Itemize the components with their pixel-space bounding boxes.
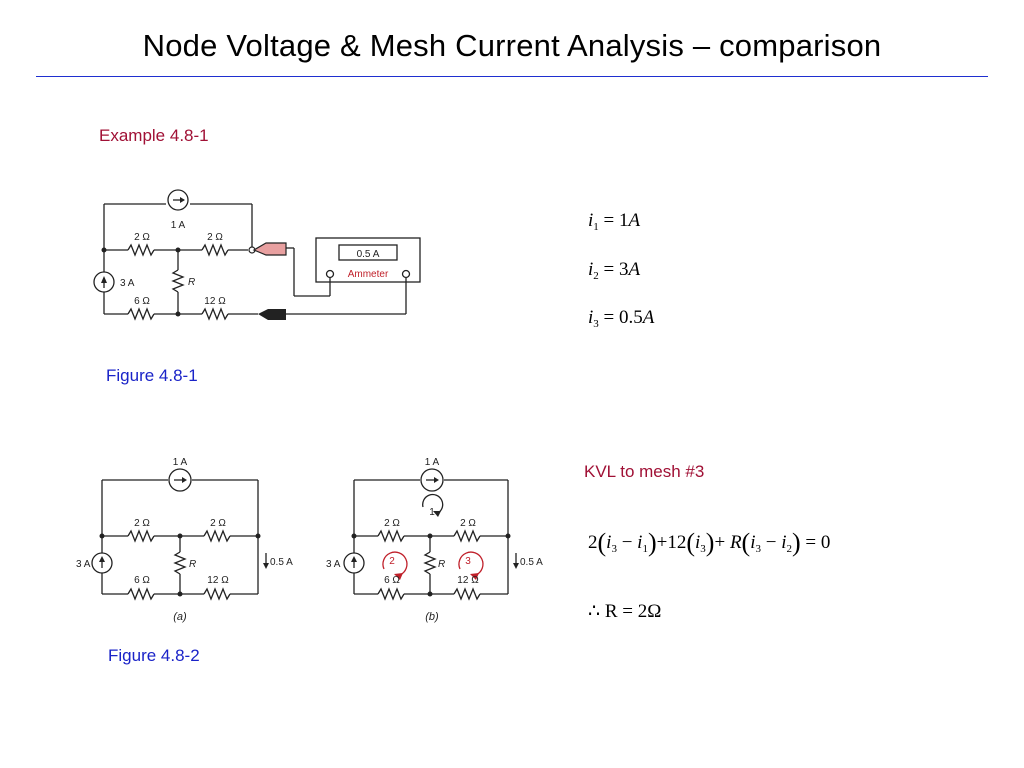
kvl-label: KVL to mesh #3 — [584, 462, 705, 481]
cb-r-bottom-right-label: 12 Ω — [457, 575, 479, 586]
ca-r-bottom-right-label: 12 Ω — [207, 575, 229, 586]
slide-title: Node Voltage & Mesh Current Analysis – c… — [142, 28, 882, 63]
ca-current-right-label: 0.5 A — [270, 557, 293, 568]
cb-mesh3-label: 3 — [465, 556, 471, 567]
figure-4-8-2a-circuit: 1 A 2 Ω 2 Ω 3 A R 0.5 A 6 Ω 12 Ω (a) — [76, 457, 293, 623]
cb-r-top-left-label: 2 Ω — [384, 518, 400, 529]
c1-source-left-label: 3 A — [120, 278, 135, 289]
cb-caption: (b) — [425, 611, 439, 623]
c1-r-bottom-left-label: 6 Ω — [134, 296, 150, 307]
ca-r-bottom-left-label: 6 Ω — [134, 575, 150, 586]
eq-i2: i2 = 3A — [588, 259, 641, 282]
figure-4-8-2-caption: Figure 4.8-2 — [108, 646, 200, 665]
ca-source-left-label: 3 A — [76, 559, 91, 570]
eq-i3: i3 = 0.5A — [588, 307, 655, 330]
c1-r-top-right-label: 2 Ω — [207, 232, 223, 243]
title-divider — [36, 76, 988, 77]
c1-r-bottom-right-label: 12 Ω — [204, 296, 226, 307]
ammeter-label: Ammeter — [348, 269, 389, 280]
cb-mesh1-label: 1 — [429, 507, 435, 518]
cb-current-right-label: 0.5 A — [520, 557, 543, 568]
ammeter-reading: 0.5 A — [357, 249, 380, 260]
ca-r-top-left-label: 2 Ω — [134, 518, 150, 529]
c1-source-top-label: 1 A — [171, 220, 186, 231]
example-label: Example 4.8-1 — [99, 126, 209, 145]
ca-source-top-label: 1 A — [173, 457, 188, 468]
cb-source-top-label: 1 A — [425, 457, 440, 468]
cb-r-bottom-left-label: 6 Ω — [384, 575, 400, 586]
cb-r-middle-label: R — [438, 559, 445, 570]
figure-4-8-1-circuit: 1 A 2 Ω 2 Ω 3 A R 6 Ω 12 Ω 0.5 A Ammeter — [93, 189, 421, 321]
eq-i1: i1 = 1A — [588, 210, 641, 233]
cb-source-left-label: 3 A — [326, 559, 341, 570]
figure-4-8-2b-circuit: 1 A 1 2 Ω 2 Ω 2 3 3 A R 0.5 A 6 Ω 12 Ω (… — [326, 457, 543, 623]
c1-r-middle-label: R — [188, 277, 195, 288]
cb-mesh2-label: 2 — [389, 556, 395, 567]
eq-result: ∴ R = 2Ω — [588, 601, 662, 622]
eq-kvl: 2(i3 − i1)+12(i3)+ R(i3 − i2) = 0 — [588, 528, 831, 557]
ca-caption: (a) — [173, 611, 187, 623]
ca-r-top-right-label: 2 Ω — [210, 518, 226, 529]
cb-r-top-right-label: 2 Ω — [460, 518, 476, 529]
figure-4-8-1-caption: Figure 4.8-1 — [106, 366, 198, 385]
ca-r-middle-label: R — [189, 559, 196, 570]
c1-r-top-left-label: 2 Ω — [134, 232, 150, 243]
